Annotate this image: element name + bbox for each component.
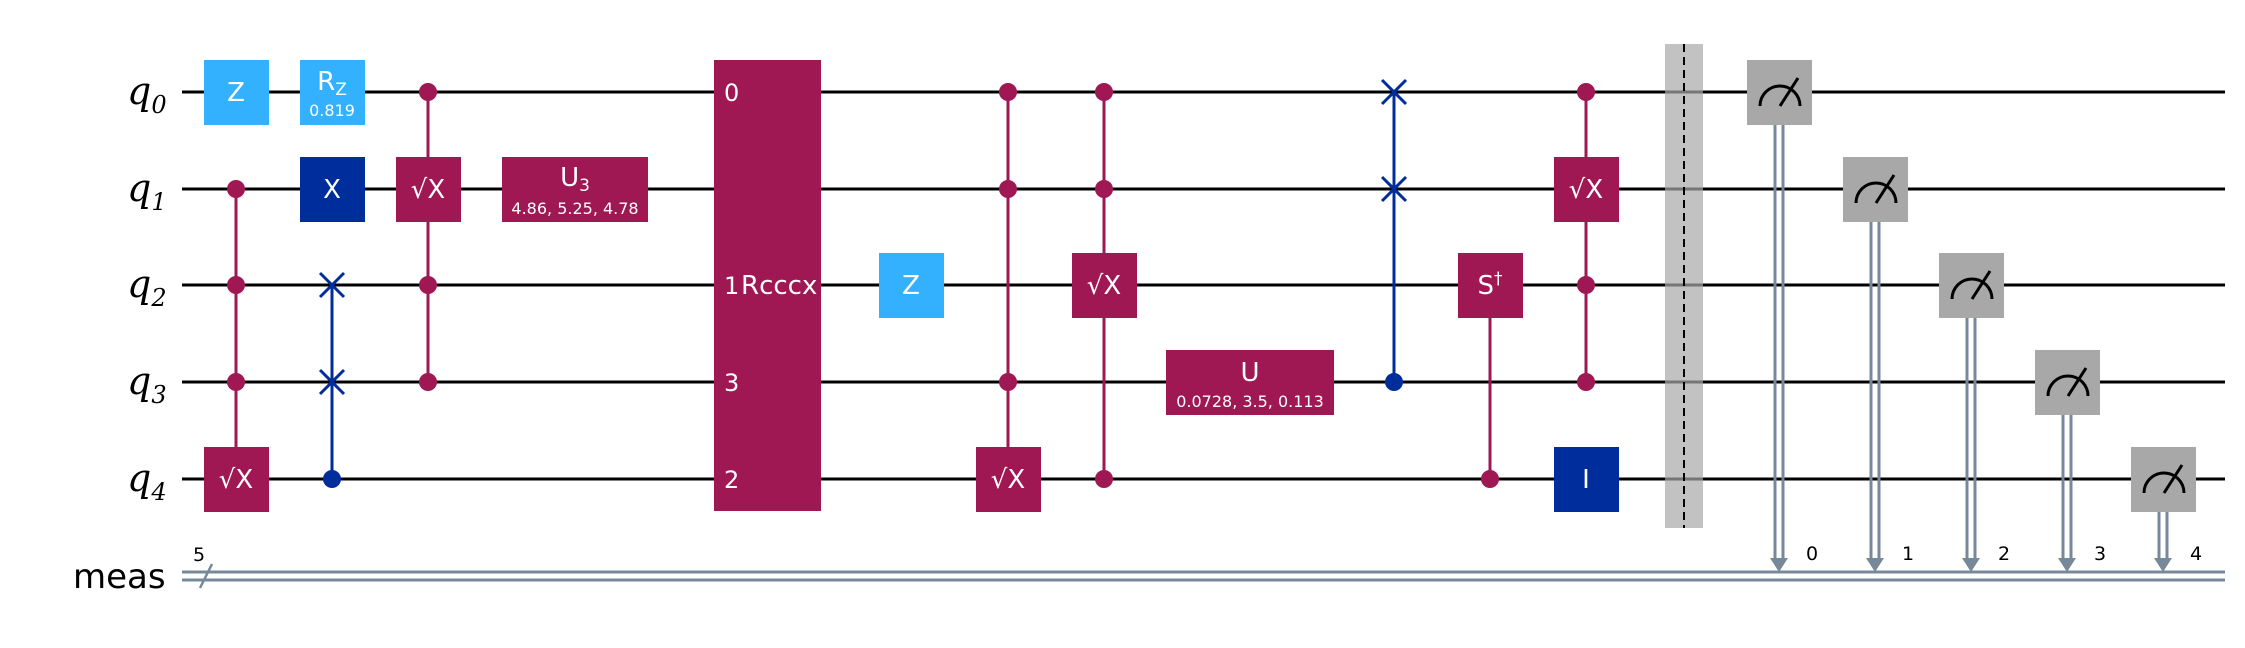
identity-gate-q4: I [1554, 447, 1619, 512]
swap-x-icon [1380, 175, 1408, 203]
control-dot-icon [1577, 373, 1595, 391]
meter-icon [1950, 270, 1994, 300]
classical-size-label: 5 [193, 544, 205, 566]
control-dot-icon [419, 83, 437, 101]
svg-text:0: 0 [724, 79, 739, 107]
sx-gate-q2-controlled-q0q1q4: √X [1072, 83, 1137, 488]
control-dot-icon [1481, 470, 1499, 488]
svg-text:√X: √X [991, 465, 1025, 495]
control-dot-icon [999, 180, 1017, 198]
sdg-gate-q2-controlled-q4: S† [1458, 253, 1523, 488]
x-gate-q1: X [300, 157, 365, 222]
control-dot-icon [227, 276, 245, 294]
qubit-labels: q0 q1 q2 q3 q4 meas [73, 69, 167, 597]
cswap-q0q1-control-q3 [1380, 78, 1408, 391]
svg-text:1: 1 [1902, 543, 1914, 565]
svg-text:Z: Z [902, 271, 920, 301]
qubit-label-q0: q0 [127, 69, 167, 119]
svg-text:Z: Z [227, 78, 245, 108]
sx-gate-q1-controlled-q0q2q3: √X [396, 83, 461, 391]
svg-text:RZ: RZ [317, 67, 347, 100]
svg-text:0.0728, 3.5, 0.113: 0.0728, 3.5, 0.113 [1176, 392, 1324, 411]
rcccx-gate: 0 1 3 2 Rcccx [714, 60, 821, 511]
svg-text:√X: √X [1087, 271, 1121, 301]
sx-gate-q4-controlled-q1q2q3: √X [204, 180, 269, 512]
bus-slash [198, 563, 214, 589]
qubit-label-q3: q3 [127, 359, 167, 409]
svg-text:Rcccx: Rcccx [741, 271, 817, 301]
control-dot-icon [419, 276, 437, 294]
meter-icon [2142, 464, 2186, 494]
z-gate-q0: Z [204, 60, 269, 125]
measurements: 0 1 2 [1747, 60, 2202, 572]
control-dot-icon [1095, 83, 1113, 101]
svg-text:√X: √X [1569, 175, 1603, 205]
control-dot-icon [1095, 470, 1113, 488]
control-dot-icon [419, 373, 437, 391]
svg-text:I: I [1582, 465, 1590, 495]
svg-text:X: X [323, 175, 341, 205]
sx-gate-q4-controlled-q0q1q3: √X [976, 83, 1041, 512]
sx-gate-q1-controlled-q0q2q3-second: √X [1554, 83, 1619, 391]
control-dot-icon [1095, 180, 1113, 198]
z-gate-q2: Z [879, 253, 944, 318]
svg-text:2: 2 [1998, 543, 2010, 565]
svg-text:U3: U3 [560, 163, 590, 196]
u3-gate-q1: U3 4.86, 5.25, 4.78 [502, 157, 648, 222]
swap-x-icon [1380, 78, 1408, 106]
svg-text:3: 3 [2094, 543, 2106, 565]
control-dot-icon [227, 180, 245, 198]
swap-x-icon [318, 368, 346, 396]
svg-text:3: 3 [724, 369, 739, 397]
classical-register-label: meas [73, 557, 166, 597]
svg-text:2: 2 [724, 466, 739, 494]
qubit-wires [182, 90, 2225, 481]
control-dot-icon [1577, 83, 1595, 101]
barrier [1665, 44, 1703, 528]
measure-q1: 1 [1843, 157, 1914, 572]
control-dot-icon [323, 470, 341, 488]
classical-wire: 5 [182, 544, 2225, 589]
qubit-label-q4: q4 [127, 456, 167, 506]
meter-icon [2046, 367, 2090, 397]
swap-x-icon [318, 271, 346, 299]
control-dot-icon [227, 373, 245, 391]
svg-text:0.819: 0.819 [309, 101, 355, 120]
svg-text:0: 0 [1806, 543, 1818, 565]
control-dot-icon [1577, 276, 1595, 294]
measure-q0: 0 [1747, 60, 1818, 572]
measure-q4: 4 [2131, 447, 2202, 572]
meter-icon [1758, 77, 1802, 107]
control-dot-icon [1385, 373, 1403, 391]
control-dot-icon [999, 83, 1017, 101]
control-dot-icon [999, 373, 1017, 391]
svg-text:4: 4 [2190, 543, 2202, 565]
measure-q3: 3 [2035, 350, 2106, 572]
svg-text:4.86, 5.25, 4.78: 4.86, 5.25, 4.78 [511, 199, 638, 218]
cswap-q2q3-control-q4 [318, 271, 346, 488]
svg-text:√X: √X [219, 465, 253, 495]
u-gate-q3: U 0.0728, 3.5, 0.113 [1166, 350, 1334, 415]
qubit-label-q2: q2 [127, 262, 167, 312]
svg-text:1: 1 [724, 272, 739, 300]
meter-icon [1854, 174, 1898, 204]
svg-text:√X: √X [411, 175, 445, 205]
measure-q2: 2 [1939, 253, 2010, 572]
rz-gate-q0: RZ 0.819 [300, 60, 365, 125]
svg-text:U: U [1240, 358, 1259, 388]
svg-text:S†: S† [1477, 269, 1503, 301]
qubit-label-q1: q1 [127, 166, 167, 216]
